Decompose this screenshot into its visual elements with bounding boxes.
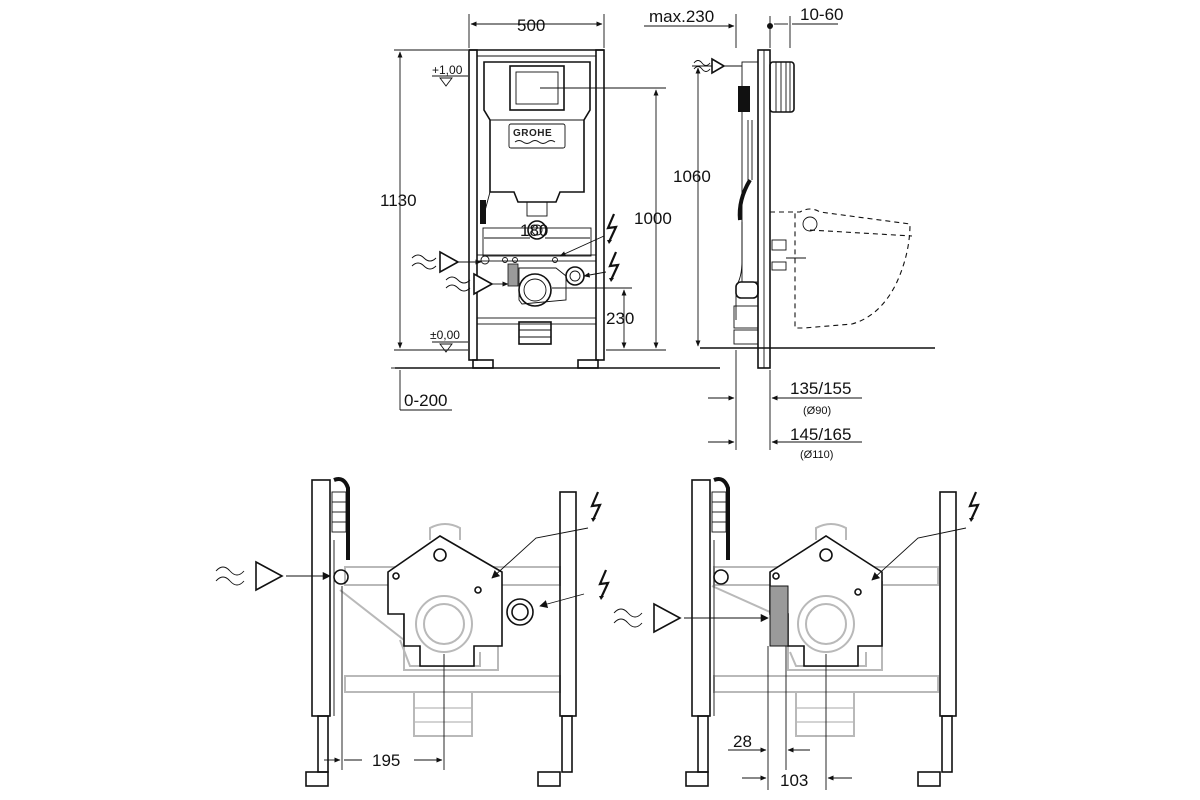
power-socket <box>565 266 585 286</box>
dim-large-pipe: 145/165 <box>790 425 851 444</box>
drain-outlet <box>518 273 552 307</box>
brand-plaque <box>508 123 566 149</box>
side-flush-button <box>769 61 795 113</box>
brand-label: GROHE <box>513 128 552 139</box>
detail-left-bracket <box>387 535 503 667</box>
detail-left-upright-right <box>559 491 577 717</box>
dim-detail-right-offset-b: 103 <box>780 771 808 790</box>
pipe-small-diameter: (Ø90) <box>803 405 831 417</box>
detail-right-electric-icon <box>967 490 980 524</box>
detail-left-upright-left <box>311 479 331 717</box>
level-top: +1,00 <box>432 63 463 77</box>
electric-icon-alt <box>607 250 620 284</box>
drain-pipe <box>518 321 552 345</box>
dim-max-offset: max.230 <box>649 7 714 26</box>
pipe-large-diameter: (Ø110) <box>800 449 833 461</box>
frame-foot-right <box>577 359 599 369</box>
dim-overall-height: 1060 <box>673 167 711 186</box>
detail-right-water-icon <box>613 602 682 634</box>
dim-foot-adjust: 0-200 <box>404 391 447 410</box>
detail-left-water-icon <box>215 560 284 592</box>
dim-width: 500 <box>517 16 545 35</box>
wc-bowl-outline <box>770 208 911 329</box>
detail-left-electric-icon-alt <box>597 568 610 602</box>
dim-wall-thickness: 10-60 <box>800 5 843 24</box>
detail-right: 28 103 <box>613 477 980 790</box>
side-water-inlet-icon <box>693 57 726 75</box>
dim-height-total: 1130 <box>380 191 417 210</box>
frame-foot-left <box>472 359 494 369</box>
detail-right-upright-right <box>939 491 957 717</box>
water-inlet-icon <box>411 251 459 273</box>
frame-right-upright <box>595 49 605 361</box>
dim-connection-spacing: 180 <box>520 221 548 240</box>
detail-left: 195 <box>215 477 610 787</box>
flush-pipe-connection <box>527 220 547 240</box>
dim-small-pipe: 135/155 <box>790 379 851 398</box>
dim-outlet-height: 230 <box>606 309 634 328</box>
level-zero: ±0,00 <box>430 328 460 342</box>
dim-detail-right-offset-a: 28 <box>733 732 752 751</box>
detail-left-socket <box>506 598 534 626</box>
dim-detail-left-offset: 195 <box>372 751 400 770</box>
detail-right-upright-left <box>691 479 711 717</box>
electric-icon <box>605 212 618 246</box>
detail-left-electric-icon <box>589 490 602 524</box>
dim-flush-height: 1000 <box>634 209 672 228</box>
frame-left-upright <box>468 49 478 361</box>
side-view: 1060 max.230 <box>644 5 935 461</box>
front-view: GROHE 500 1130 <box>380 14 720 411</box>
